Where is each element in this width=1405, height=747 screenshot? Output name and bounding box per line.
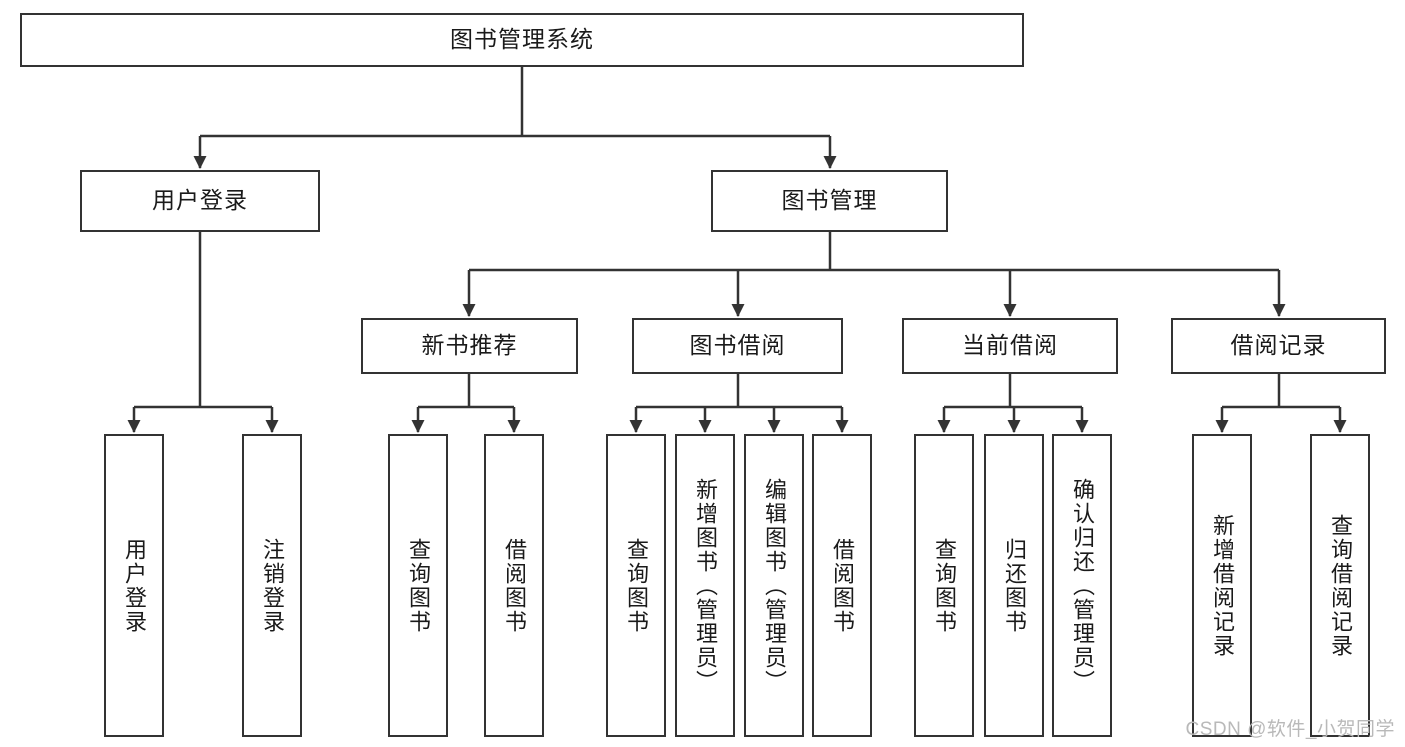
leaf-node-0[interactable]: 用户登录 (104, 434, 164, 737)
level2-node-0[interactable]: 新书推荐 (361, 318, 578, 374)
leaf-node-6[interactable]: 编辑图书（管理员） (744, 434, 804, 737)
node-label: 新增借阅记录 (1209, 513, 1235, 658)
node-label: 当前借阅 (962, 332, 1058, 359)
level2-node-3[interactable]: 借阅记录 (1171, 318, 1386, 374)
node-label: 新增图书（管理员） (692, 477, 718, 694)
node-label: 确认归还（管理员） (1069, 477, 1095, 694)
leaf-node-3[interactable]: 借阅图书 (484, 434, 544, 737)
level2-node-2[interactable]: 当前借阅 (902, 318, 1118, 374)
level2-node-1[interactable]: 图书借阅 (632, 318, 843, 374)
level1-node-1[interactable]: 图书管理 (711, 170, 948, 232)
leaf-node-5[interactable]: 新增图书（管理员） (675, 434, 735, 737)
leaf-node-1[interactable]: 注销登录 (242, 434, 302, 737)
node-label: 编辑图书（管理员） (761, 477, 787, 694)
node-label: 查询图书 (405, 537, 431, 634)
leaf-node-7[interactable]: 借阅图书 (812, 434, 872, 737)
node-label: 归还图书 (1001, 537, 1027, 634)
leaf-node-8[interactable]: 查询图书 (914, 434, 974, 737)
node-label: 借阅记录 (1230, 332, 1327, 359)
node-label: 用户登录 (152, 187, 248, 214)
node-label: 查询图书 (623, 537, 649, 634)
node-label: 查询借阅记录 (1327, 513, 1353, 658)
node-label: 用户登录 (121, 537, 147, 634)
node-label: 图书管理 (781, 187, 878, 214)
csdn-watermark: CSDN @软件_小贺同学 (1185, 719, 1395, 740)
node-label: 图书管理系统 (450, 26, 594, 53)
node-label: 注销登录 (259, 537, 285, 634)
root-node[interactable]: 图书管理系统 (20, 13, 1024, 67)
leaf-node-2[interactable]: 查询图书 (388, 434, 448, 737)
leaf-node-12[interactable]: 查询借阅记录 (1310, 434, 1370, 737)
leaf-node-9[interactable]: 归还图书 (984, 434, 1044, 737)
node-label: 图书借阅 (689, 332, 786, 359)
leaf-node-11[interactable]: 新增借阅记录 (1192, 434, 1252, 737)
node-label: 借阅图书 (829, 537, 855, 634)
level1-node-0[interactable]: 用户登录 (80, 170, 320, 232)
node-label: 查询图书 (931, 537, 957, 634)
node-label: 借阅图书 (501, 537, 527, 634)
node-label: 新书推荐 (421, 332, 518, 359)
leaf-node-4[interactable]: 查询图书 (606, 434, 666, 737)
leaf-node-10[interactable]: 确认归还（管理员） (1052, 434, 1112, 737)
